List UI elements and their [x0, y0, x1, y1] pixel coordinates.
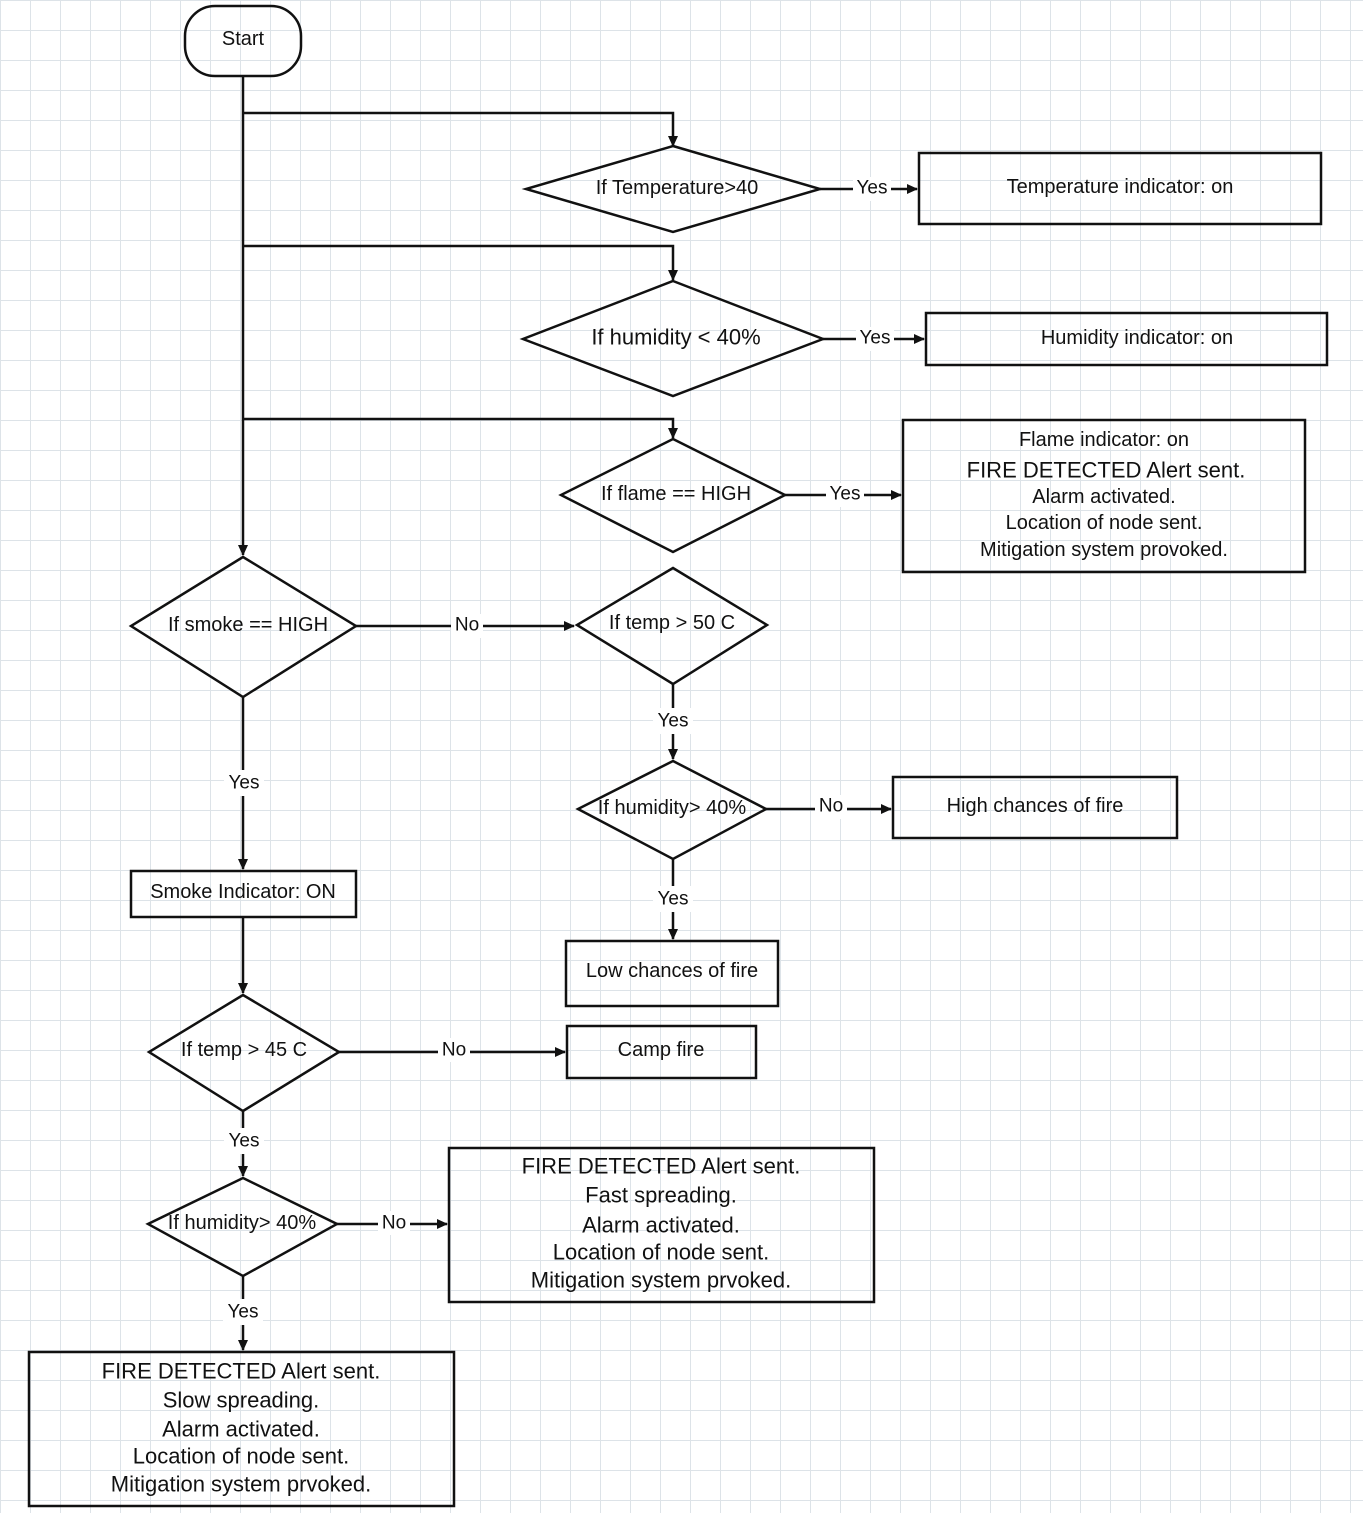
slow-result-line-5: Mitigation system prvoked. [111, 1472, 371, 1497]
low-chances-node: Low chances of fire [564, 939, 780, 1008]
label-temperature-yes: Yes [857, 178, 888, 199]
label-humid-right-yes: Yes [658, 889, 689, 910]
flame-decision: If flame == HIGH [558, 437, 788, 554]
edge-labels: Yes Yes Yes No Yes No Yes Yes No Yes No … [223, 177, 894, 1325]
label-humid-left-no: No [382, 1213, 406, 1234]
flame-decision-label: If flame == HIGH [601, 483, 751, 505]
connector-to-flame [243, 417, 678, 439]
fast-spreading-result-node: FIRE DETECTED Alert sent. Fast spreading… [447, 1146, 876, 1304]
temp50-decision-shape [574, 566, 770, 686]
low-chances-label: Low chances of fire [586, 960, 758, 982]
camp-fire-node: Camp fire [565, 1024, 758, 1080]
flame-result-node: Flame indicator: on FIRE DETECTED Alert … [901, 418, 1307, 574]
slow-result-line-2: Slow spreading. [163, 1388, 320, 1413]
label-temp45-no: No [442, 1040, 466, 1061]
start-node: Start [183, 4, 303, 78]
label-smoke-yes: Yes [229, 773, 260, 794]
connector-to-humidity [243, 244, 678, 281]
flame-result-line-2: FIRE DETECTED Alert sent. [967, 458, 1246, 483]
humidity-indicator-box [924, 311, 1329, 367]
smoke-indicator-label: Smoke Indicator: ON [150, 881, 336, 903]
high-chances-label: High chances of fire [947, 795, 1124, 817]
fast-result-line-1: FIRE DETECTED Alert sent. [522, 1154, 801, 1179]
humidity-decision-shape [519, 279, 827, 398]
fast-result-line-2: Fast spreading. [585, 1183, 737, 1208]
flame-decision-shape [558, 437, 788, 554]
temperature-decision-shape [521, 144, 825, 234]
humidity-indicator-label: Humidity indicator: on [1041, 327, 1233, 349]
fast-result-line-4: Location of node sent. [553, 1240, 770, 1265]
humidity-right-decision-shape [575, 759, 769, 861]
temperature-indicator-node: Temperature indicator: on [917, 151, 1323, 226]
temperature-indicator-box [917, 151, 1323, 226]
flame-result-line-1: Flame indicator: on [1019, 429, 1189, 451]
humidity-right-decision-label: If humidity> 40% [598, 797, 747, 819]
slow-spreading-result-box [27, 1350, 456, 1508]
humidity-decision-label: If humidity < 40% [591, 325, 760, 350]
flame-result-box [901, 418, 1307, 574]
temp45-decision: If temp > 45 C [146, 993, 342, 1113]
connector-to-temperature [243, 111, 678, 147]
flame-result-line-4: Location of node sent. [1006, 512, 1203, 534]
camp-fire-box [565, 1024, 758, 1080]
temp50-decision-label: If temp > 50 C [609, 612, 735, 634]
temperature-indicator-label: Temperature indicator: on [1007, 176, 1234, 198]
humidity-left-decision-label: If humidity> 40% [168, 1212, 317, 1234]
humidity-left-decision: If humidity> 40% [145, 1176, 340, 1278]
label-temp45-yes: Yes [229, 1131, 260, 1152]
high-chances-box [891, 775, 1179, 840]
label-temp50-yes: Yes [658, 711, 689, 732]
fast-result-line-3: Alarm activated. [582, 1213, 740, 1238]
slow-result-line-1: FIRE DETECTED Alert sent. [102, 1359, 381, 1384]
label-smoke-no: No [455, 615, 479, 636]
smoke-decision-label: If smoke == HIGH [168, 614, 328, 636]
slow-result-line-4: Location of node sent. [133, 1444, 350, 1469]
label-humid-left-yes: Yes [228, 1302, 259, 1323]
nodes: Start If Temperature>40 Temperature indi… [27, 4, 1329, 1508]
start-label: Start [222, 28, 265, 50]
humidity-right-decision: If humidity> 40% [575, 759, 769, 861]
camp-fire-label: Camp fire [618, 1039, 705, 1061]
start-terminal-shape [183, 4, 303, 78]
label-humidity-yes: Yes [860, 328, 891, 349]
flame-result-line-5: Mitigation system provoked. [980, 539, 1228, 561]
label-humid-right-no: No [819, 796, 843, 817]
slow-spreading-result-node: FIRE DETECTED Alert sent. Slow spreading… [27, 1350, 456, 1508]
smoke-indicator-node: Smoke Indicator: ON [129, 869, 358, 919]
humidity-left-decision-shape [145, 1176, 340, 1278]
temp45-decision-shape [146, 993, 342, 1113]
humidity-decision: If humidity < 40% [519, 279, 827, 398]
fast-result-line-5: Mitigation system prvoked. [531, 1268, 791, 1293]
temperature-decision-label: If Temperature>40 [596, 177, 759, 199]
temperature-decision: If Temperature>40 [521, 144, 825, 234]
temp50-decision: If temp > 50 C [574, 566, 770, 686]
low-chances-box [564, 939, 780, 1008]
humidity-indicator-node: Humidity indicator: on [924, 311, 1329, 367]
label-flame-yes: Yes [830, 484, 861, 505]
smoke-decision: If smoke == HIGH [128, 555, 359, 699]
smoke-decision-shape [128, 555, 359, 699]
temp45-decision-label: If temp > 45 C [181, 1039, 307, 1061]
fast-spreading-result-box [447, 1146, 876, 1304]
slow-result-line-3: Alarm activated. [162, 1417, 320, 1442]
smoke-indicator-box [129, 869, 358, 919]
flame-result-line-3: Alarm activated. [1032, 486, 1175, 508]
high-chances-node: High chances of fire [891, 775, 1179, 840]
